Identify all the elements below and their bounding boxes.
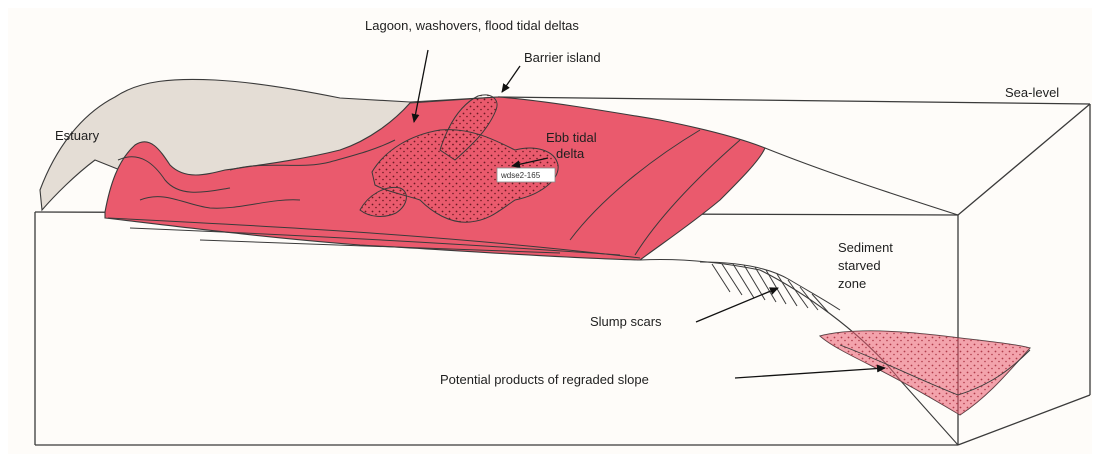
sediment-starved-label-line2: starved <box>838 258 881 273</box>
image-tag-text: wdse2-165 <box>500 171 541 180</box>
ebb-tidal-delta-label-line1: Ebb tidal <box>546 130 597 145</box>
ebb-tidal-delta-label-line2: delta <box>556 146 585 161</box>
sediment-starved-label-line1: Sediment <box>838 240 893 255</box>
slump-scars-label: Slump scars <box>590 314 662 329</box>
lagoon-label: Lagoon, washovers, flood tidal deltas <box>365 18 579 33</box>
sediment-starved-label-line3: zone <box>838 276 866 291</box>
regraded-slope-label: Potential products of regraded slope <box>440 372 649 387</box>
sea-level-label: Sea-level <box>1005 85 1059 100</box>
estuary-label: Estuary <box>55 128 100 143</box>
barrier-island-label: Barrier island <box>524 50 601 65</box>
